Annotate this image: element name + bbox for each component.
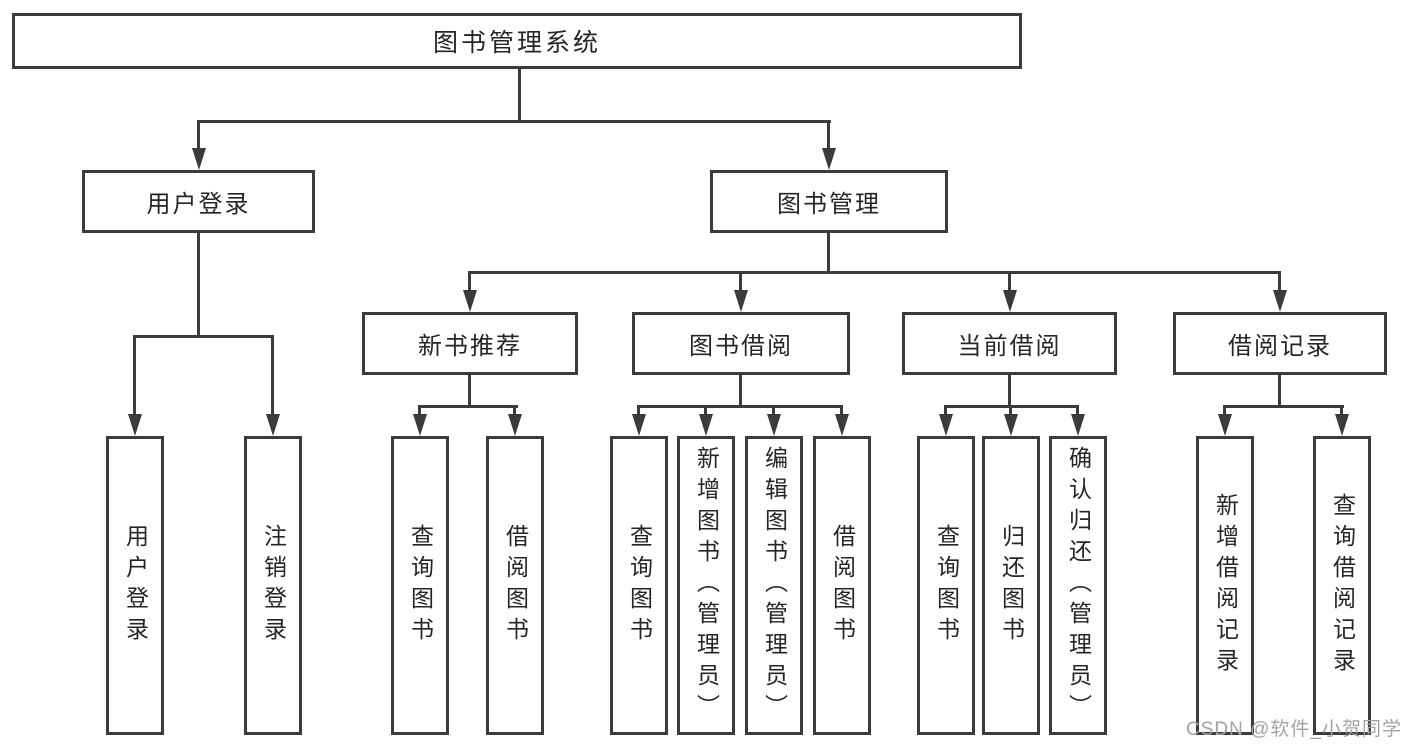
leaf-return-book-label: 归还图书: [998, 523, 1025, 648]
node-user-login-label: 用户登录: [146, 191, 251, 218]
arrowhead-down-icon: [1071, 414, 1085, 436]
connector-line: [197, 120, 200, 150]
connector-line: [468, 274, 471, 292]
leaf-edit-book-admin: 编辑图书（管理员）: [745, 436, 803, 735]
leaf-borrow-books-recommend: 借阅图书: [486, 436, 544, 735]
node-new-book-recommend: 新书推荐: [362, 312, 578, 375]
leaf-borrow-books-recommend-label: 借阅图书: [502, 523, 529, 648]
leaf-add-borrow-record-label: 新增借阅记录: [1212, 492, 1239, 679]
csdn-watermark: CSDN @软件_小贺同学: [1186, 719, 1402, 740]
arrowhead-down-icon: [939, 414, 953, 436]
node-book-management-label: 图书管理: [777, 191, 881, 218]
leaf-query-books-borrowing: 查询图书: [610, 436, 668, 735]
leaf-query-books-recommend: 查询图书: [391, 436, 449, 735]
leaf-borrow-books-borrowing: 借阅图书: [813, 436, 871, 735]
leaf-query-borrow-record: 查询借阅记录: [1313, 436, 1371, 735]
node-current-borrowing: 当前借阅: [902, 312, 1117, 375]
leaf-query-books-recommend-label: 查询图书: [407, 523, 434, 648]
connector-line: [704, 408, 707, 416]
connector-line: [1076, 408, 1079, 416]
arrowhead-down-icon: [767, 414, 781, 436]
connector-line: [1008, 274, 1011, 292]
node-library-management-system: 图书管理系统: [12, 13, 1022, 69]
leaf-user-login: 用户登录: [106, 436, 164, 735]
connector-line: [418, 408, 421, 416]
arrowhead-down-icon: [266, 414, 280, 436]
node-book-borrowing: 图书借阅: [632, 312, 850, 375]
arrowhead-down-icon: [128, 414, 142, 436]
connector-line: [1008, 375, 1011, 408]
arrowhead-down-icon: [1004, 414, 1018, 436]
connector-line: [513, 408, 516, 416]
arrowhead-down-icon: [734, 290, 748, 312]
connector-line: [772, 408, 775, 416]
node-borrowing-records-label: 借阅记录: [1228, 333, 1332, 360]
arrowhead-down-icon: [822, 148, 836, 170]
node-book-management: 图书管理: [710, 170, 948, 233]
connector-line: [944, 405, 1079, 408]
connector-line: [739, 375, 742, 408]
arrowhead-down-icon: [835, 414, 849, 436]
leaf-query-books-current: 查询图书: [917, 436, 975, 735]
connector-line: [944, 408, 947, 416]
connector-line: [197, 233, 200, 335]
connector-line: [468, 375, 471, 408]
leaf-logout: 注销登录: [244, 436, 302, 735]
arrowhead-down-icon: [413, 414, 427, 436]
leaf-user-login-label: 用户登录: [122, 523, 149, 648]
connector-line: [840, 408, 843, 416]
leaf-edit-book-admin-label: 编辑图书（管理员）: [761, 446, 788, 725]
connector-line: [637, 408, 640, 416]
connector-line: [518, 69, 521, 120]
arrowhead-down-icon: [1273, 290, 1287, 312]
connector-line: [1009, 408, 1012, 416]
node-user-login: 用户登录: [82, 170, 315, 233]
leaf-query-books-borrowing-label: 查询图书: [626, 523, 653, 648]
connector-line: [197, 120, 831, 123]
connector-line: [827, 120, 830, 150]
arrowhead-down-icon: [1218, 414, 1232, 436]
leaf-confirm-return-admin: 确认归还（管理员）: [1049, 436, 1107, 735]
connector-line: [133, 335, 274, 338]
arrowhead-down-icon: [632, 414, 646, 436]
leaf-add-book-admin-label: 新增图书（管理员）: [693, 446, 720, 725]
connector-line: [1223, 408, 1226, 416]
connector-line: [1278, 375, 1281, 408]
arrowhead-down-icon: [699, 414, 713, 436]
connector-line: [827, 233, 830, 274]
leaf-borrow-books-borrowing-label: 借阅图书: [829, 523, 856, 648]
arrowhead-down-icon: [1335, 414, 1349, 436]
leaf-add-book-admin: 新增图书（管理员）: [677, 436, 735, 735]
node-library-management-system-label: 图书管理系统: [432, 29, 601, 57]
leaf-logout-label: 注销登录: [260, 523, 287, 648]
leaf-query-borrow-record-label: 查询借阅记录: [1329, 492, 1356, 679]
connector-line: [418, 405, 518, 408]
leaf-add-borrow-record: 新增借阅记录: [1196, 436, 1254, 735]
node-book-borrowing-label: 图书借阅: [689, 333, 793, 360]
arrowhead-down-icon: [192, 148, 206, 170]
leaf-return-book: 归还图书: [982, 436, 1040, 735]
arrowhead-down-icon: [1003, 290, 1017, 312]
connector-line: [1278, 274, 1281, 292]
connector-line: [1340, 408, 1343, 416]
node-current-borrowing-label: 当前借阅: [957, 333, 1062, 360]
leaf-query-books-current-label: 查询图书: [933, 523, 960, 648]
connector-line: [271, 335, 274, 416]
node-new-book-recommend-label: 新书推荐: [418, 333, 522, 360]
arrowhead-down-icon: [508, 414, 522, 436]
connector-line: [739, 274, 742, 292]
connector-line: [1223, 405, 1344, 408]
connector-line: [637, 405, 843, 408]
node-borrowing-records: 借阅记录: [1173, 312, 1387, 375]
leaf-confirm-return-admin-label: 确认归还（管理员）: [1065, 446, 1092, 725]
connector-line: [468, 271, 1281, 274]
connector-line: [133, 335, 136, 416]
arrowhead-down-icon: [463, 290, 477, 312]
